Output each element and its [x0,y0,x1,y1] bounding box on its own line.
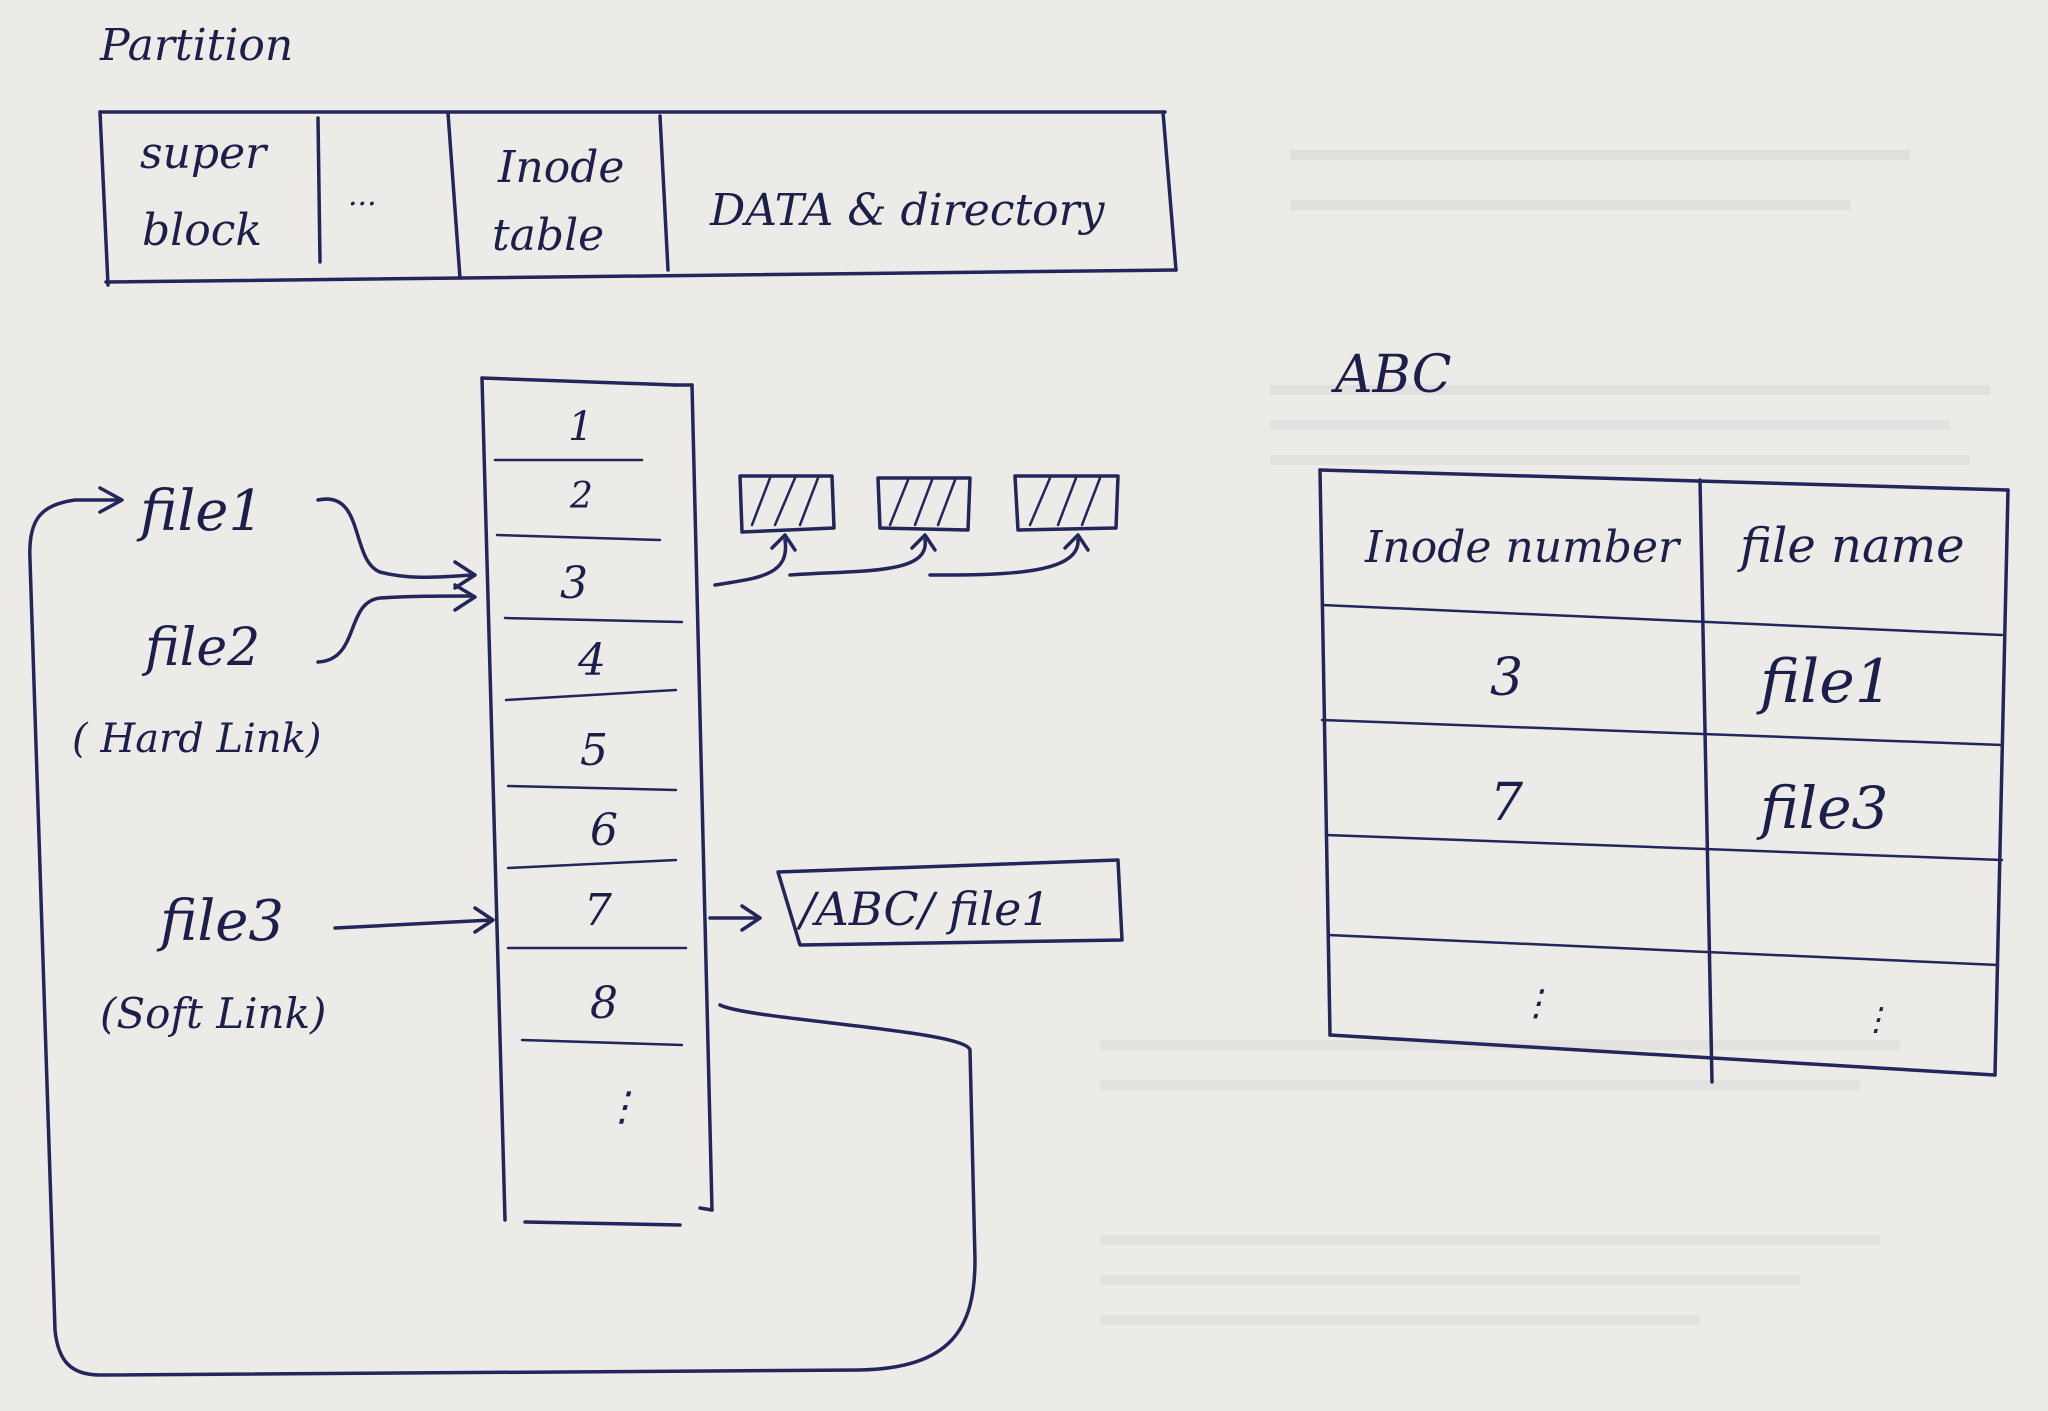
data-blocks [738,474,1120,534]
partition-cell-super: super [140,128,269,179]
directory-row-2-name: file3 [1756,774,1888,842]
inode-row-7: 7 [584,885,612,936]
file3-label: file3 [156,889,284,954]
directory-table [1318,468,2010,1084]
partition-cell-table: table [492,210,604,261]
soft-link-target-path: /ABC/ file1 [796,882,1051,936]
file1-label: file1 [136,479,264,544]
inode-row-3: 3 [560,558,588,609]
partition-cell-inode: Inode [497,142,624,193]
directory-row-more-name: ⋮ [1860,1000,1892,1038]
directory-row-1-name: file1 [1756,647,1893,717]
inode-row-6: 6 [590,805,618,856]
partition-bar [98,110,1178,287]
file3-soft-link-note: (Soft Link) [100,989,326,1038]
directory-row-1-inode: 3 [1490,648,1523,708]
inode-row-2: 2 [569,476,593,517]
partition-title: Partition [99,20,293,71]
file2-hard-link-note: ( Hard Link) [72,716,321,762]
inode-row-8: 8 [590,978,618,1029]
directory-header-inode-number: Inode number [1364,522,1682,573]
partition-cell-block: block [142,205,262,256]
inode-row-1: 1 [568,404,593,450]
data-block-2 [876,476,972,532]
background-bleed-through [1100,150,1990,1325]
inode-row-more: ⋮ [602,1084,642,1130]
partition-cell-data-directory: DATA & directory [709,185,1106,236]
inode-row-5: 5 [580,725,608,776]
inode-table [480,376,714,1227]
data-block-1 [738,474,836,534]
directory-row-more-inode: ⋮ [1518,983,1554,1024]
data-block-3 [1013,474,1120,532]
soft-link-target-box [776,858,1124,947]
inode-row-4: 4 [577,635,606,686]
directory-header-file-name: file name [1737,518,1964,574]
link-arrows [28,486,977,1377]
file2-label: file2 [141,618,260,678]
directory-row-2-inode: 7 [1490,773,1524,833]
data-block-chain-arrow [713,533,1090,587]
partition-cell-ellipsis: ... [348,178,377,213]
directory-name: ABC [1331,345,1452,405]
